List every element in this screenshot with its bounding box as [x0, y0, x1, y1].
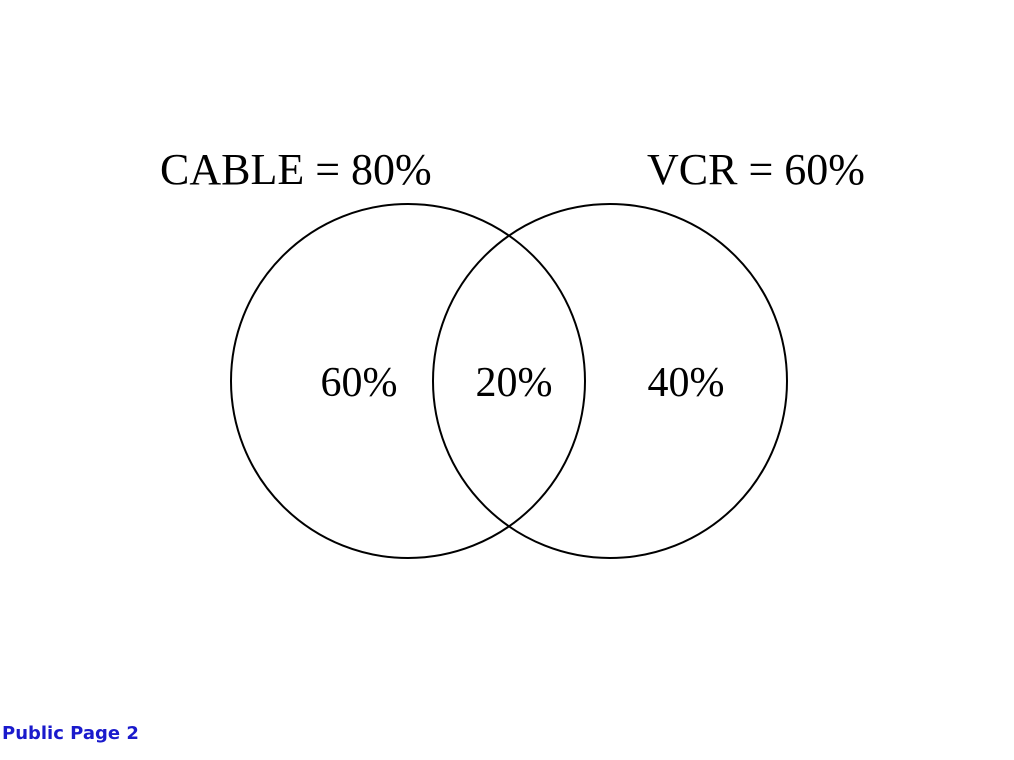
cable-set-label: CABLE = 80% [160, 145, 432, 194]
vcr-only-region-label: 40% [648, 360, 725, 406]
cable-only-region-label: 60% [321, 360, 398, 406]
vcr-circle [432, 203, 788, 559]
intersection-region-label: 20% [476, 360, 553, 406]
page-footer: Public Page 2 [2, 723, 139, 744]
vcr-set-label: VCR = 60% [647, 145, 865, 194]
cable-circle [230, 203, 586, 559]
